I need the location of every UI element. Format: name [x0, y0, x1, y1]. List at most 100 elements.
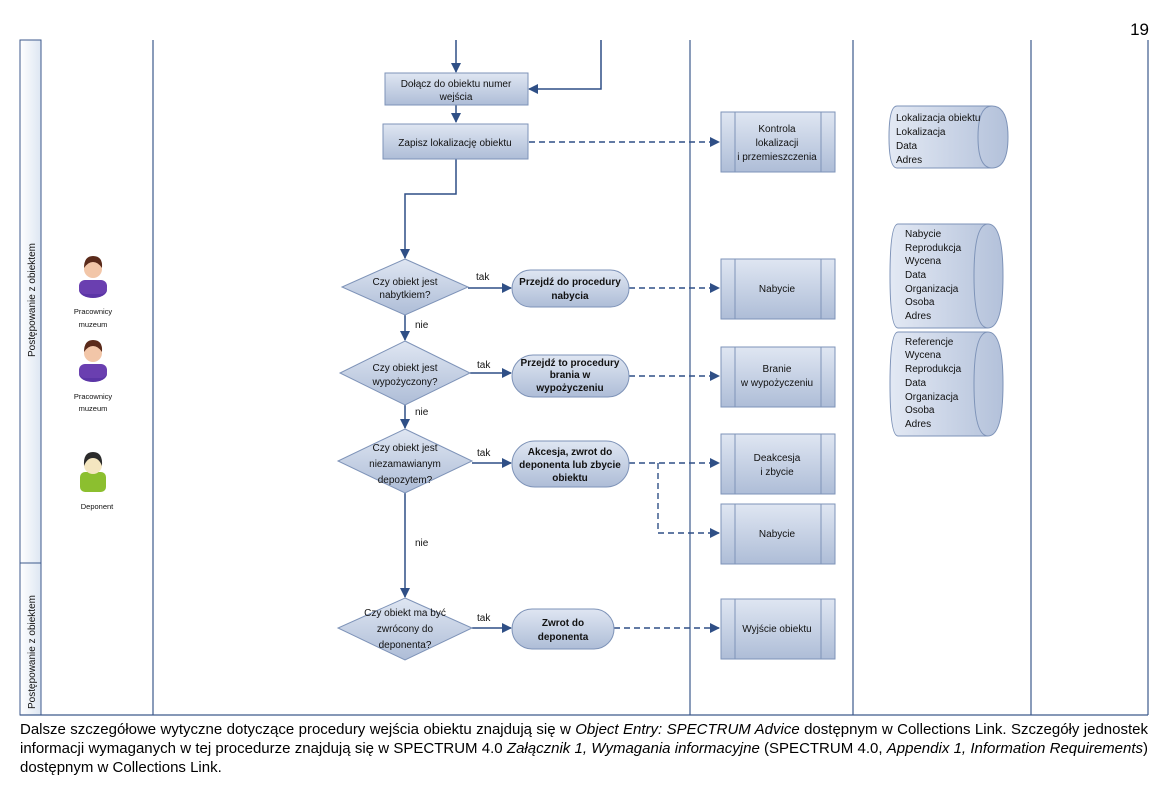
- action-go-loan: Przejdź to procedury brania w wypożyczen…: [511, 354, 630, 398]
- svg-text:Data: Data: [905, 270, 927, 281]
- svg-text:Akcesja, zwrot do: Akcesja, zwrot do: [528, 447, 612, 458]
- svg-text:Reprodukcja: Reprodukcja: [905, 364, 962, 375]
- svg-text:obiektu: obiektu: [552, 473, 588, 484]
- svg-text:Wycena: Wycena: [905, 350, 941, 361]
- swimlane-grid: [19, 39, 1149, 716]
- svg-text:Czy obiekt ma być: Czy obiekt ma być: [364, 608, 446, 619]
- staff-icon: [79, 340, 107, 382]
- svg-text:Czy obiekt jest: Czy obiekt jest: [372, 363, 437, 374]
- procedure-loans-in: Branie w wypożyczeniu: [720, 346, 836, 408]
- svg-text:nabytkiem?: nabytkiem?: [379, 290, 431, 301]
- svg-text:Nabycie: Nabycie: [759, 284, 796, 295]
- svg-text:wypożyczony?: wypożyczony?: [371, 377, 437, 388]
- action-accession: Akcesja, zwrot do deponenta lub zbycie o…: [511, 440, 630, 488]
- svg-text:Zapisz lokalizację obiektu: Zapisz lokalizację obiektu: [398, 138, 511, 149]
- svg-text:Organizacja: Organizacja: [905, 284, 959, 295]
- svg-text:Zwrot do: Zwrot do: [542, 618, 584, 629]
- procedure-location-control: Kontrola lokalizacji i przemieszczenia: [720, 111, 836, 173]
- svg-text:Lokalizacja obiektu: Lokalizacja obiektu: [896, 113, 981, 124]
- data-store-references: Referencje Wycena Reprodukcja Data Organ…: [889, 331, 1004, 437]
- actor-label-staff-2a: Pracownicy: [74, 392, 113, 401]
- no-label: nie: [415, 538, 429, 549]
- svg-text:Deakcesja: Deakcesja: [754, 453, 801, 464]
- procedure-deaccession: Deakcesja i zbycie: [720, 433, 836, 495]
- svg-text:Reprodukcja: Reprodukcja: [905, 243, 962, 254]
- svg-text:brania w: brania w: [550, 370, 591, 381]
- svg-text:nabycia: nabycia: [551, 291, 589, 302]
- svg-text:wejścia: wejścia: [439, 92, 473, 103]
- yes-label: tak: [477, 613, 491, 624]
- svg-text:w wypożyczeniu: w wypożyczeniu: [740, 378, 813, 389]
- svg-text:i zbycie: i zbycie: [760, 467, 794, 478]
- yes-label: tak: [477, 448, 491, 459]
- svg-text:Wyjście obiektu: Wyjście obiektu: [742, 624, 811, 635]
- procedure-acquisition: Nabycie: [720, 258, 836, 320]
- page-number: 19: [1130, 20, 1149, 39]
- step-attach-number: Dołącz do obiektu numer wejścia: [384, 72, 529, 106]
- footer-text-1: Dalsze szczegółowe wytyczne dotyczące pr…: [20, 721, 576, 738]
- svg-text:Organizacja: Organizacja: [905, 392, 959, 403]
- footer-ref-object-entry: Object Entry: SPECTRUM Advice: [575, 721, 800, 738]
- svg-text:Czy obiekt jest: Czy obiekt jest: [372, 443, 437, 454]
- svg-text:Adres: Adres: [896, 155, 922, 166]
- svg-text:deponenta?: deponenta?: [379, 640, 432, 651]
- svg-text:Adres: Adres: [905, 311, 931, 322]
- svg-text:niezamawianym: niezamawianym: [369, 459, 441, 470]
- action-go-acquisition: Przejdź do procedury nabycia: [511, 269, 630, 308]
- footer-text-4: ) dostępnym w Collections Link.: [20, 740, 1149, 776]
- footer-text-3: (SPECTRUM 4.0,: [759, 740, 887, 757]
- actor-label-depositor: Deponent: [81, 502, 114, 511]
- svg-text:Przejdź do procedury: Przejdź do procedury: [519, 277, 621, 288]
- footer-ref-appendix-pl: Załącznik 1, Wymagania informacyjne: [506, 740, 760, 757]
- svg-text:Wycena: Wycena: [905, 256, 941, 267]
- actor-label-staff-1b: muzeum: [79, 320, 108, 329]
- flow-lines: [400, 40, 602, 633]
- step-record-location: Zapisz lokalizację obiektu: [382, 123, 529, 160]
- svg-text:Osoba: Osoba: [905, 297, 935, 308]
- decision-is-deposit: Czy obiekt jest niezamawianym depozytem?: [336, 428, 474, 494]
- svg-text:Nabycie: Nabycie: [905, 229, 942, 240]
- data-store-location: Lokalizacja obiektu Lokalizacja Data Adr…: [888, 105, 1009, 169]
- no-label: nie: [415, 320, 429, 331]
- footer-note: Dalsze szczegółowe wytyczne dotyczące pr…: [20, 720, 1148, 777]
- dashed-links: [529, 137, 720, 633]
- svg-text:wypożyczeniu: wypożyczeniu: [535, 383, 603, 394]
- actor-label-staff-1a: Pracownicy: [74, 307, 113, 316]
- svg-text:Przejdź to procedury: Przejdź to procedury: [521, 358, 620, 369]
- svg-text:Dołącz do obiektu numer: Dołącz do obiektu numer: [401, 79, 512, 90]
- svg-text:i przemieszczenia: i przemieszczenia: [737, 152, 817, 163]
- svg-text:zwrócony do: zwrócony do: [377, 624, 434, 635]
- svg-text:depozytem?: depozytem?: [378, 475, 433, 486]
- yes-label: tak: [477, 360, 491, 371]
- svg-text:Nabycie: Nabycie: [759, 529, 796, 540]
- no-label: nie: [415, 407, 429, 418]
- staff-icon: [79, 256, 107, 298]
- svg-text:deponenta lub zbycie: deponenta lub zbycie: [519, 460, 621, 471]
- lane-label-bottom: Postępowanie z obiektem: [27, 595, 38, 709]
- decision-is-acquisition: Czy obiekt jest nabytkiem?: [340, 258, 470, 316]
- svg-text:Referencje: Referencje: [905, 337, 954, 348]
- decision-is-return: Czy obiekt ma być zwrócony do deponenta?: [336, 597, 474, 661]
- lane-label-top: Postępowanie z obiektem: [27, 243, 38, 357]
- svg-text:Kontrola: Kontrola: [758, 124, 796, 135]
- svg-text:Lokalizacja: Lokalizacja: [896, 127, 946, 138]
- procedure-acquisition-2: Nabycie: [720, 503, 836, 565]
- footer-text-2: dostępnym w Collections Link. Szczegóły …: [20, 721, 1149, 757]
- svg-text:Branie: Branie: [763, 364, 792, 375]
- depositor-icon: [80, 452, 106, 492]
- svg-text:Osoba: Osoba: [905, 405, 935, 416]
- footer-ref-appendix-en: Appendix 1, Information Requirements: [886, 740, 1144, 757]
- svg-text:Czy obiekt jest: Czy obiekt jest: [372, 277, 437, 288]
- action-return-depositor: Zwrot do deponenta: [511, 608, 615, 650]
- data-store-acquisition: Nabycie Reprodukcja Wycena Data Organiza…: [889, 223, 1004, 329]
- svg-text:Data: Data: [905, 378, 927, 389]
- yes-label: tak: [476, 272, 490, 283]
- svg-text:Adres: Adres: [905, 419, 931, 430]
- svg-text:lokalizacji: lokalizacji: [756, 138, 799, 149]
- svg-text:Data: Data: [896, 141, 918, 152]
- svg-text:deponenta: deponenta: [538, 632, 589, 643]
- procedure-object-exit: Wyjście obiektu: [720, 598, 836, 660]
- decision-is-loan: Czy obiekt jest wypożyczony?: [338, 340, 472, 406]
- actor-label-staff-2b: muzeum: [79, 404, 108, 413]
